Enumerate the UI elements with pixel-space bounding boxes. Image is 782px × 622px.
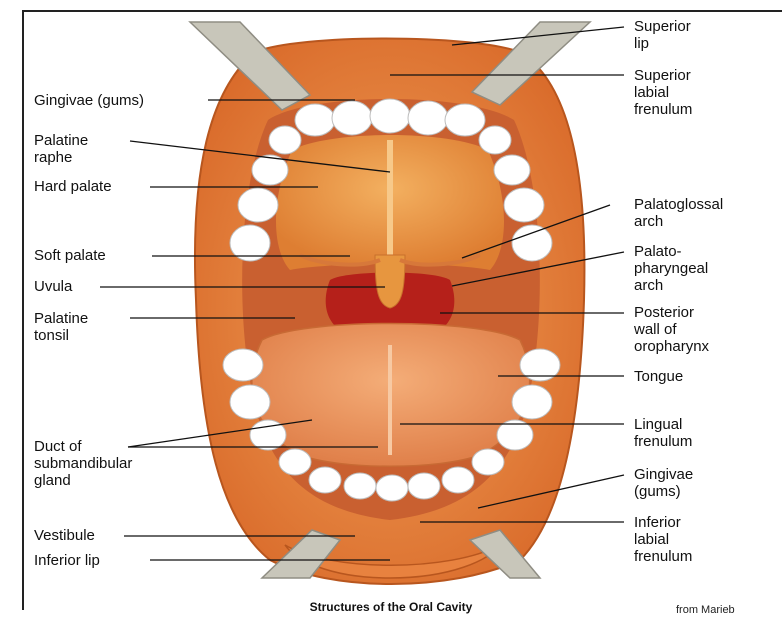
figure-caption: Structures of the Oral Cavity xyxy=(0,600,782,614)
label-superior-labial-frenulum: Superior labial frenulum xyxy=(634,67,692,118)
label-posterior-wall: Posterior wall of oropharynx xyxy=(634,304,709,355)
label-soft-palate: Soft palate xyxy=(34,247,106,264)
label-duct-submandibular: Duct of submandibular gland xyxy=(34,438,132,489)
label-lingual-frenulum: Lingual frenulum xyxy=(634,416,692,450)
label-palatine-tonsil: Palatine tonsil xyxy=(34,310,88,344)
label-palatopharyngeal-arch: Palato- pharyngeal arch xyxy=(634,243,708,294)
label-palatine-raphe: Palatine raphe xyxy=(34,132,88,166)
label-inferior-lip: Inferior lip xyxy=(34,552,100,569)
label-hard-palate: Hard palate xyxy=(34,178,112,195)
label-gingivae-bottom: Gingivae (gums) xyxy=(634,466,693,500)
label-superior-lip: Superior lip xyxy=(634,18,691,52)
label-gingivae-top: Gingivae (gums) xyxy=(34,92,144,109)
label-vestibule: Vestibule xyxy=(34,527,95,544)
label-palatoglossal-arch: Palatoglossal arch xyxy=(634,196,723,230)
label-inferior-labial-frenulum: Inferior labial frenulum xyxy=(634,514,692,565)
label-uvula: Uvula xyxy=(34,278,72,295)
figure-credit: from Marieb xyxy=(676,604,735,616)
label-tongue: Tongue xyxy=(634,368,683,385)
